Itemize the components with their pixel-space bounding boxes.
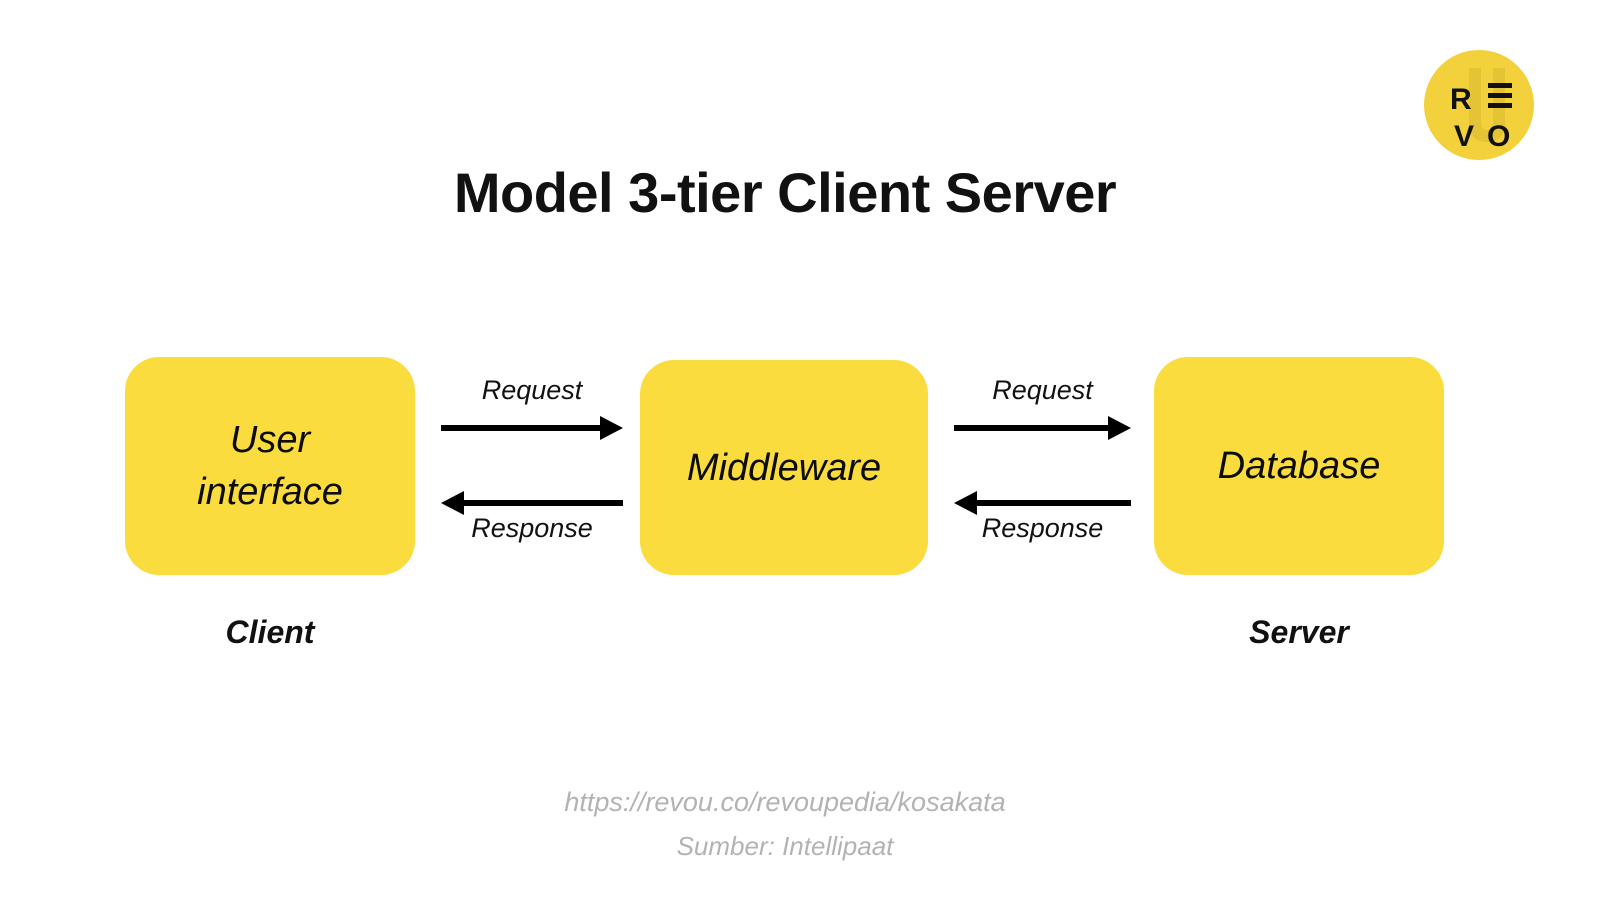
arrow-request-right-icon (437, 408, 627, 448)
arrow-group-ui-middleware: Request Response (437, 375, 627, 545)
caption-client: Client (225, 614, 315, 650)
node-label: Database (1217, 445, 1381, 487)
arrow-response-left-icon (950, 483, 1135, 523)
caption-server: Server (1249, 614, 1349, 650)
arrow-label-request: Request (992, 375, 1093, 405)
page-title: Model 3-tier Client Server (453, 161, 1117, 224)
arrow-response-left-icon (437, 483, 627, 523)
node-label: Middleware (686, 446, 882, 489)
svg-text:V: V (1454, 120, 1474, 153)
arrow-label-request: Request (481, 375, 583, 405)
node-database[interactable]: Database (1154, 357, 1444, 575)
arrow-label-response: Response (981, 513, 1104, 543)
arrow-group-middleware-database: Request Response (950, 375, 1135, 545)
svg-text:R: R (1450, 83, 1472, 116)
revo-logo: R V O (1424, 50, 1534, 160)
footer-source: Sumber: Intellipaat (676, 831, 894, 861)
arrow-request-right-icon (950, 408, 1135, 448)
node-middleware[interactable]: Middleware (640, 360, 928, 575)
arrow-label-response: Response (471, 513, 593, 543)
node-label: User interface (197, 419, 343, 513)
svg-text:O: O (1487, 120, 1510, 153)
node-user-interface[interactable]: User interface (125, 357, 415, 575)
footer-url[interactable]: https://revou.co/revoupedia/kosakata (564, 787, 1006, 817)
